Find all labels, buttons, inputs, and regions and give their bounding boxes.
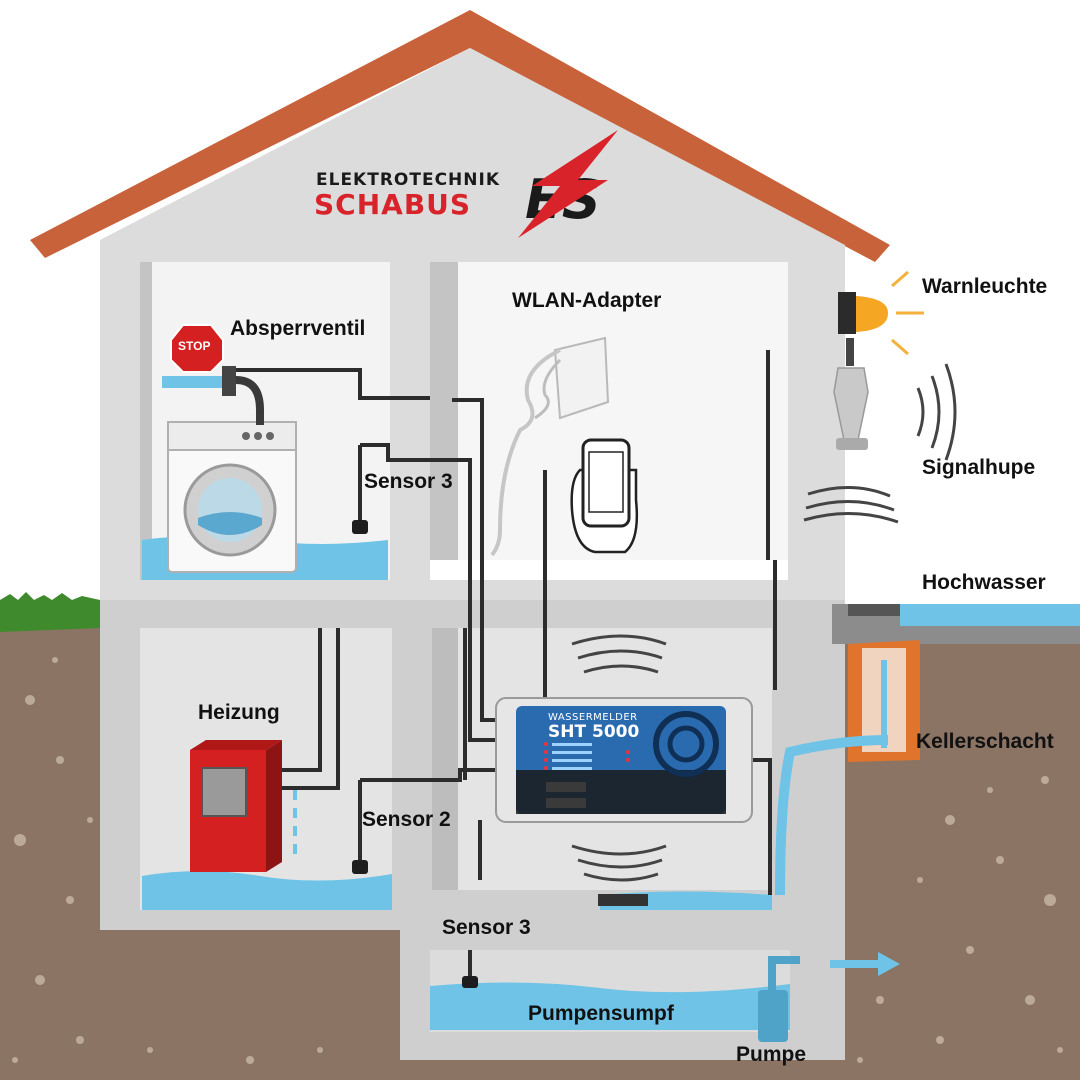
sensor-3-upper-probe: [352, 520, 368, 534]
soil-pebbles: [12, 657, 1063, 1064]
label-pumpensumpf: Pumpensumpf: [528, 1002, 674, 1025]
water-sump: [430, 982, 790, 1030]
kellerschacht-shaft: [848, 640, 920, 762]
hochwasser-street: [832, 604, 1080, 644]
floor-drain: [598, 894, 648, 906]
wlan-adapter: [490, 336, 610, 557]
label-kellerschacht: Kellerschacht: [916, 730, 1054, 753]
logo-main-text: SCHABUS: [314, 188, 472, 221]
wassermelder-device: [495, 634, 753, 882]
warnleuchte-light: [838, 270, 924, 356]
label-absperrventil: Absperrventil: [230, 317, 366, 340]
pump: [758, 956, 800, 1042]
label-heizung: Heizung: [198, 701, 280, 724]
label-sensor2: Sensor 2: [362, 808, 451, 831]
stop-sign-icon: [170, 324, 224, 373]
sensor-sump-probe: [462, 976, 478, 988]
absperrventil-valve: [162, 366, 264, 425]
device-model: SHT 5000: [548, 722, 640, 742]
sensor-2-probe: [352, 860, 368, 874]
washing-machine: [167, 421, 297, 573]
logo-red-flash-icon: [518, 130, 618, 238]
outflow-arrow-icon: [830, 952, 900, 976]
sensor-probes: [352, 520, 478, 988]
label-sensor3-lower: Sensor 3: [442, 916, 531, 939]
grass: [0, 592, 100, 632]
stop-sign-text: STOP: [178, 339, 211, 353]
device-title: WASSERMELDER: [548, 712, 638, 723]
signalhupe-siren: [803, 338, 957, 524]
water-heating: [142, 871, 392, 910]
heater: [190, 740, 297, 872]
label-warnleuchte: Warnleuchte: [922, 275, 1048, 298]
label-hochwasser: Hochwasser: [922, 571, 1046, 594]
logo-top-text: ELEKTROTECHNIK: [316, 170, 501, 190]
smartphone-hand: [570, 438, 639, 554]
label-sensor3-upper: Sensor 3: [364, 470, 453, 493]
water-inflow: [775, 735, 889, 896]
label-wlan-adapter: WLAN-Adapter: [512, 289, 662, 312]
cables: [225, 350, 777, 976]
label-signalhupe: Signalhupe: [922, 456, 1036, 479]
label-pumpe: Pumpe: [736, 1043, 807, 1066]
